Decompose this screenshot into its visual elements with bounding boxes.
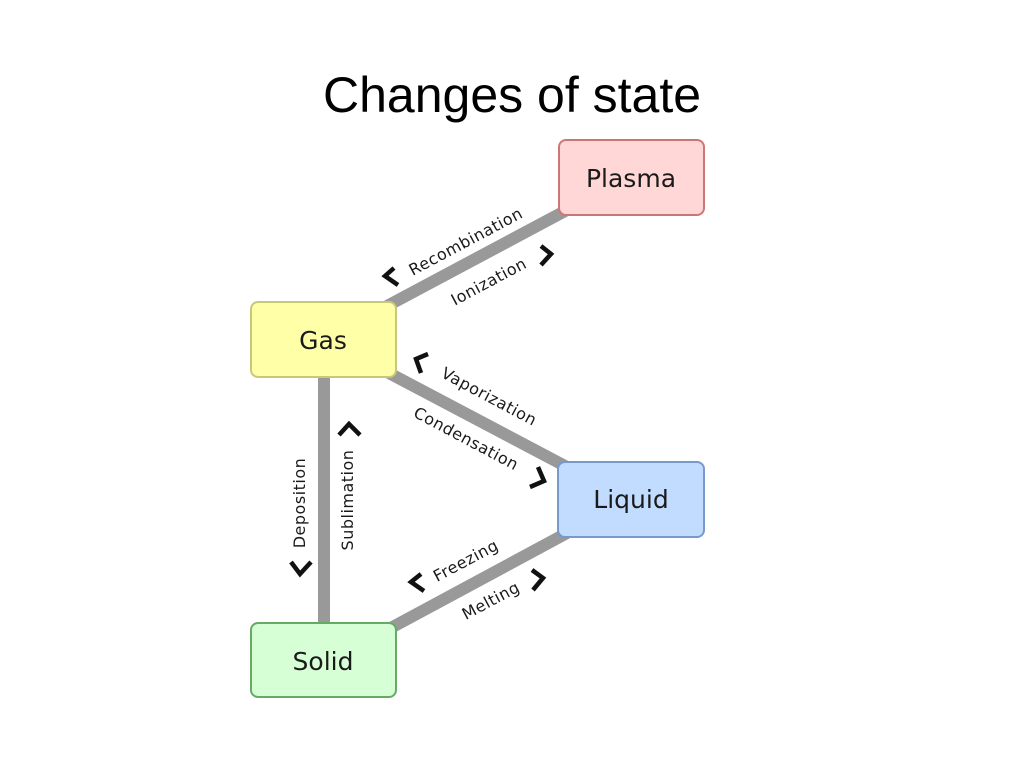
state-liquid-label: Liquid bbox=[593, 485, 668, 514]
connector-gas-liquid bbox=[384, 366, 570, 473]
state-solid-box bbox=[250, 622, 397, 698]
chevron-arrow-icon bbox=[289, 560, 313, 578]
label-deposition: Deposition bbox=[290, 458, 309, 549]
slide-title: Changes of state bbox=[322, 67, 702, 123]
chevron-arrow-icon bbox=[413, 351, 429, 374]
chevron-arrow-icon bbox=[530, 568, 547, 592]
state-plasma: Plasma bbox=[558, 139, 705, 216]
label-group-deposition: Deposition bbox=[290, 458, 309, 549]
state-plasma-box bbox=[558, 139, 705, 216]
chevron-arrow-icon bbox=[381, 266, 400, 287]
label-group-sublimation: Sublimation bbox=[338, 450, 357, 551]
state-solid: Solid bbox=[250, 622, 397, 698]
connector-gas-plasma bbox=[384, 204, 570, 312]
state-solid-label: Solid bbox=[293, 647, 354, 676]
state-liquid: Liquid bbox=[557, 461, 705, 538]
state-liquid-box bbox=[557, 461, 705, 538]
chevron-arrow-icon bbox=[529, 466, 547, 490]
state-gas-label: Gas bbox=[299, 326, 347, 355]
label-sublimation: Sublimation bbox=[338, 450, 357, 551]
chevron-arrow-icon bbox=[337, 420, 362, 437]
state-gas: Gas bbox=[250, 301, 397, 378]
chevron-arrow-icon bbox=[407, 572, 426, 593]
connector-solid-liquid bbox=[384, 527, 570, 636]
state-gas-box bbox=[250, 301, 397, 378]
state-plasma-label: Plasma bbox=[586, 164, 676, 193]
chevron-arrow-icon bbox=[539, 244, 555, 267]
